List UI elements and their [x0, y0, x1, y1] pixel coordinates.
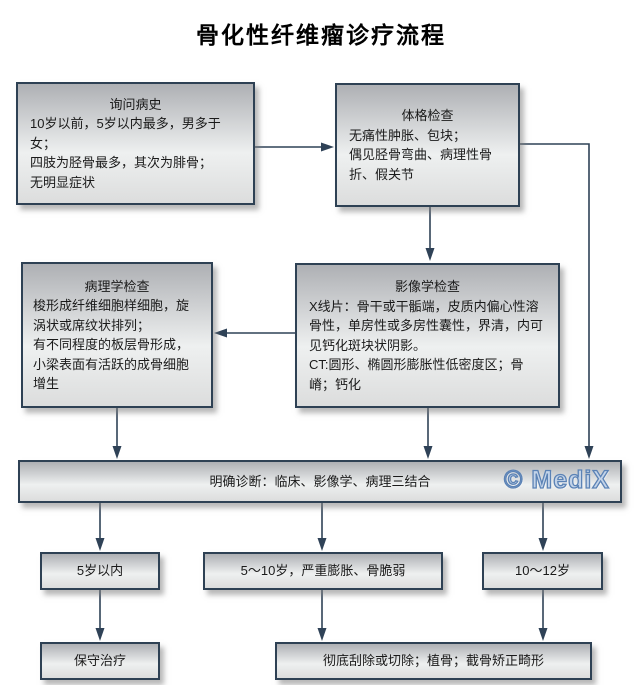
- node-surgery-label: 彻底刮除或切除；植骨；截骨矫正畸形: [322, 653, 544, 669]
- node-conservative-label: 保守治疗: [73, 653, 126, 669]
- node-physical-exam: 体格检查 无痛性肿胀、包块； 偶见胫骨弯曲、病理性骨折、假关节: [335, 83, 520, 207]
- node-conservative-treatment: 保守治疗: [40, 642, 160, 680]
- node-pathology-body: 梭形成纤维细胞样细胞，旋涡状或席纹状排列； 有不同程度的板层骨形成，小梁表面有活…: [33, 298, 190, 391]
- node-diagnosis-label: 明确诊断：临床、影像学、病理三结合: [209, 473, 431, 489]
- node-age-under5-label: 5岁以内: [76, 563, 124, 579]
- medix-watermark: © MediX: [503, 465, 610, 494]
- page-title: 骨化性纤维瘤诊疗流程: [196, 22, 446, 48]
- node-pathology-exam: 病理学检查 梭形成纤维细胞样细胞，旋涡状或席纹状排列； 有不同程度的板层骨形成，…: [21, 262, 213, 408]
- node-age-10to12-label: 10～12岁: [515, 563, 570, 579]
- node-age-5to10-label: 5～10岁，严重膨胀、骨脆弱: [240, 563, 406, 579]
- node-physical-body: 无痛性肿胀、包块； 偶见胫骨弯曲、病理性骨折、假关节: [349, 127, 493, 182]
- node-age-10to12: 10～12岁: [482, 552, 603, 590]
- node-history-body: 10岁以前，5岁以内最多，男多于女； 四肢为胫骨最多，其次为腓骨； 无明显症状: [30, 116, 221, 190]
- node-age-5to10: 5～10岁，严重膨胀、骨脆弱: [203, 552, 443, 590]
- node-surgical-treatment: 彻底刮除或切除；植骨；截骨矫正畸形: [275, 642, 592, 680]
- node-history-title: 询问病史: [109, 96, 162, 112]
- node-imaging-body: X线片：骨干或干骺端，皮质内偏心性溶骨性，单房性或多房性囊性，界清，内可见钙化斑…: [309, 298, 544, 392]
- node-history: 询问病史 10岁以前，5岁以内最多，男多于女； 四肢为胫骨最多，其次为腓骨； 无…: [16, 82, 255, 205]
- node-pathology-title: 病理学检查: [84, 278, 150, 294]
- node-age-under5: 5岁以内: [40, 552, 160, 590]
- node-definitive-diagnosis: 明确诊断：临床、影像学、病理三结合 © MediX: [18, 460, 622, 503]
- node-imaging-exam: 影像学检查 X线片：骨干或干骺端，皮质内偏心性溶骨性，单房性或多房性囊性，界清，…: [295, 263, 560, 408]
- node-physical-title: 体格检查: [401, 108, 454, 123]
- node-imaging-title: 影像学检查: [394, 279, 460, 294]
